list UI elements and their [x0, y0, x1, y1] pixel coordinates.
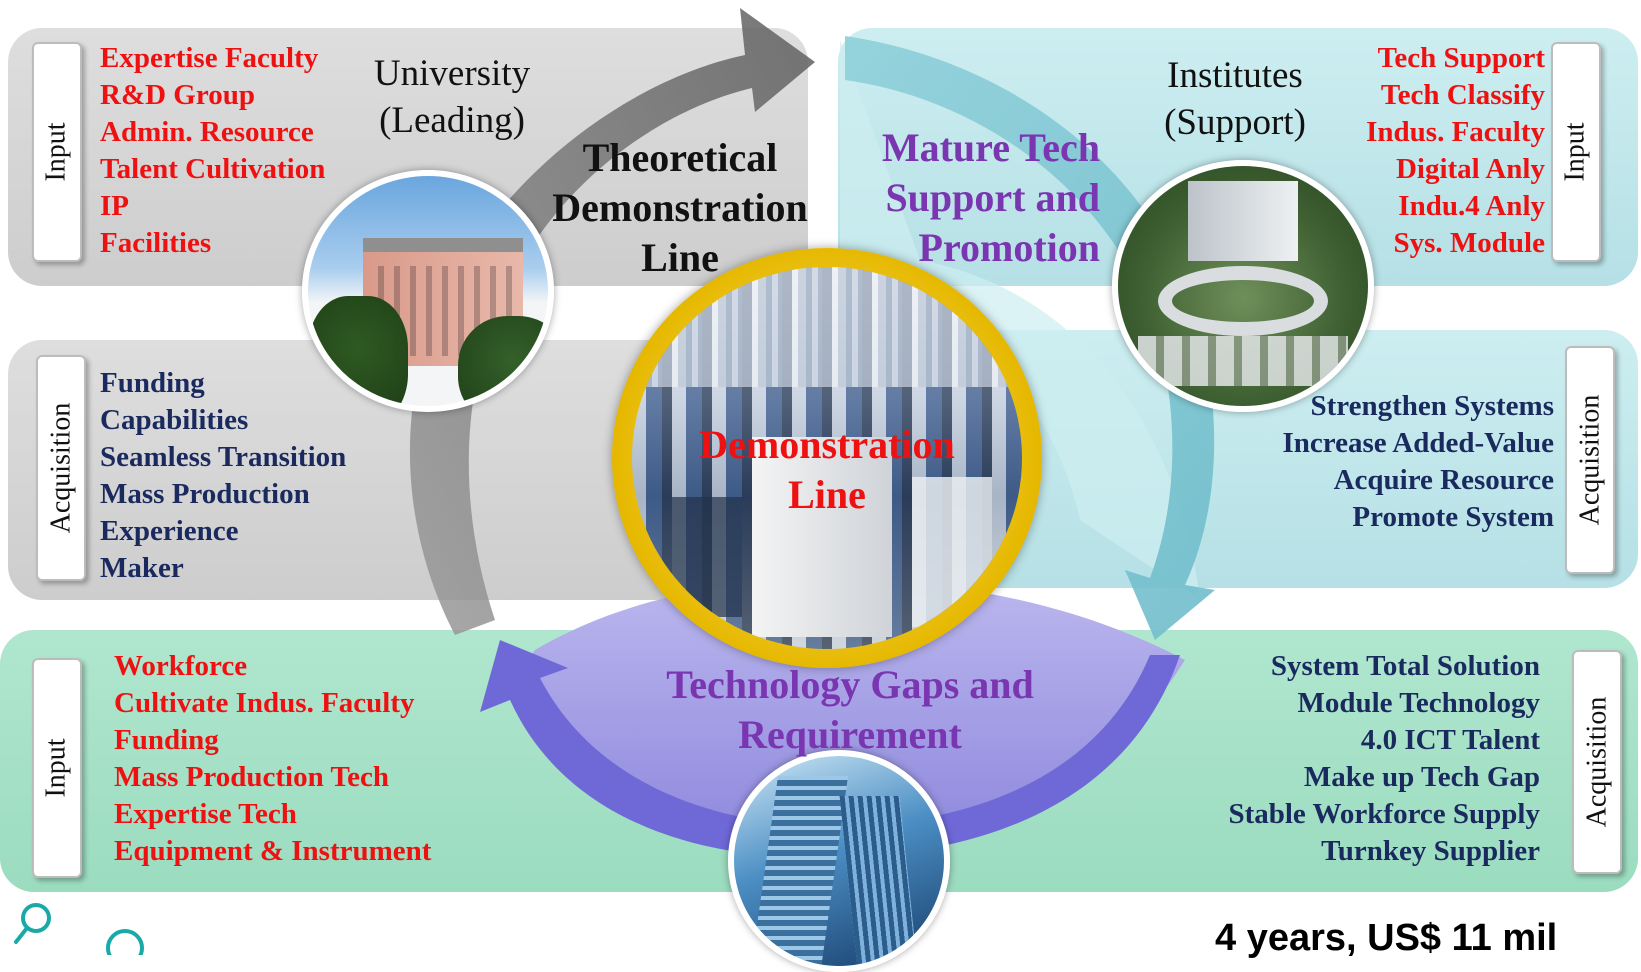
- theoretical-demonstration-label: Theoretical Demonstration Line: [540, 133, 820, 283]
- list-item: Seamless Transition: [100, 441, 347, 473]
- campus-photo-icon: [1112, 160, 1374, 412]
- list-item: Capabilities: [100, 404, 249, 436]
- industry-input-tab: Input: [32, 658, 82, 878]
- skyscraper-photo-icon: [728, 750, 950, 972]
- center-label-line-2: Line: [788, 472, 866, 517]
- building-photo-icon: [302, 170, 554, 412]
- list-item: Talent Cultivation: [100, 153, 326, 185]
- list-item: Indu.4 Anly: [1398, 190, 1545, 222]
- theoretical-line-2: Demonstration: [552, 185, 808, 230]
- list-item: 4.0 ICT Talent: [1360, 724, 1540, 756]
- university-input-tab: Input: [32, 42, 82, 262]
- university-acquisition-list: Funding Capabilities Seamless Transition…: [100, 365, 346, 587]
- institutes-acquisition-list: Strengthen Systems Increase Added-Value …: [1230, 388, 1554, 536]
- institutes-role-line-1: Institutes: [1167, 55, 1303, 96]
- list-item: Tech Support: [1377, 42, 1545, 74]
- list-item: Funding: [100, 367, 205, 399]
- footer-summary: 4 years, US$ 11 mil: [1215, 917, 1558, 959]
- factory-floor-photo-icon: [632, 267, 1022, 649]
- list-item: Expertise Tech: [114, 798, 297, 830]
- list-item: System Total Solution: [1270, 650, 1540, 682]
- center-label: Demonstration Line: [582, 420, 1072, 520]
- theoretical-line-1: Theoretical: [582, 135, 778, 180]
- university-role-label: University (Leading): [362, 50, 542, 144]
- mature-tech-label: Mature Tech Support and Promotion: [860, 123, 1100, 273]
- list-item: Make up Tech Gap: [1303, 761, 1540, 793]
- list-item: Strengthen Systems: [1310, 390, 1554, 422]
- gaps-arc-band: [505, 580, 1185, 840]
- list-item: Facilities: [100, 227, 212, 259]
- list-item: Stable Workforce Supply: [1228, 798, 1540, 830]
- list-item: Increase Added-Value: [1282, 427, 1554, 459]
- industry-acquisition-tab: Acquisition: [1572, 650, 1622, 874]
- teal-cycle-arrow: [845, 36, 1215, 640]
- institutes-input-list: Tech Support Tech Classify Indus. Facult…: [1310, 40, 1545, 262]
- industry-input-list: Workforce Cultivate Indus. Faculty Fundi…: [114, 648, 431, 870]
- list-item: Indus. Faculty: [1366, 116, 1545, 148]
- list-item: Maker: [100, 552, 184, 584]
- university-input-list: Expertise Faculty R&D Group Admin. Resou…: [100, 40, 325, 262]
- search-icon[interactable]: [95, 920, 155, 967]
- list-item: Turnkey Supplier: [1321, 835, 1540, 867]
- gaps-arc-arrow: [480, 640, 1180, 859]
- list-item: Funding: [114, 724, 219, 756]
- list-item: Tech Classify: [1380, 79, 1545, 111]
- industry-acquisition-list: System Total Solution Module Technology …: [1170, 648, 1540, 870]
- list-item: Digital Anly: [1395, 153, 1545, 185]
- list-item: Workforce: [114, 650, 248, 682]
- list-item: Module Technology: [1297, 687, 1540, 719]
- institutes-role-line-2: (Support): [1164, 102, 1306, 143]
- list-item: Mass Production Tech: [114, 761, 390, 793]
- institutes-role-label: Institutes (Support): [1150, 52, 1320, 146]
- center-label-line-1: Demonstration: [699, 422, 955, 467]
- list-item: Acquire Resource: [1333, 464, 1554, 496]
- mature-line-3: Promotion: [918, 225, 1100, 270]
- university-role-line-1: University: [373, 53, 531, 94]
- theoretical-line-3: Line: [641, 235, 719, 280]
- list-item: Equipment & Instrument: [114, 835, 432, 867]
- technology-gaps-label: Technology Gaps and Requirement: [640, 660, 1060, 760]
- list-item: Cultivate Indus. Faculty: [114, 687, 415, 719]
- mature-line-2: Support and: [885, 175, 1100, 220]
- list-item: Mass Production: [100, 478, 310, 510]
- list-item: Experience: [100, 515, 239, 547]
- list-item: Promote System: [1352, 501, 1554, 533]
- list-item: Admin. Resource: [100, 116, 314, 148]
- search-icon[interactable]: [6, 900, 66, 955]
- list-item: IP: [100, 190, 129, 222]
- university-role-line-2: (Leading): [379, 100, 525, 141]
- gaps-line-2: Requirement: [738, 712, 962, 757]
- list-item: Sys. Module: [1393, 227, 1545, 259]
- list-item: R&D Group: [100, 79, 255, 111]
- institutes-input-tab: Input: [1551, 42, 1601, 262]
- gaps-line-1: Technology Gaps and: [666, 662, 1034, 707]
- university-acquisition-tab: Acquisition: [36, 355, 86, 581]
- mature-line-1: Mature Tech: [881, 125, 1100, 170]
- list-item: Expertise Faculty: [100, 42, 319, 74]
- institutes-acquisition-tab: Acquisition: [1565, 346, 1615, 574]
